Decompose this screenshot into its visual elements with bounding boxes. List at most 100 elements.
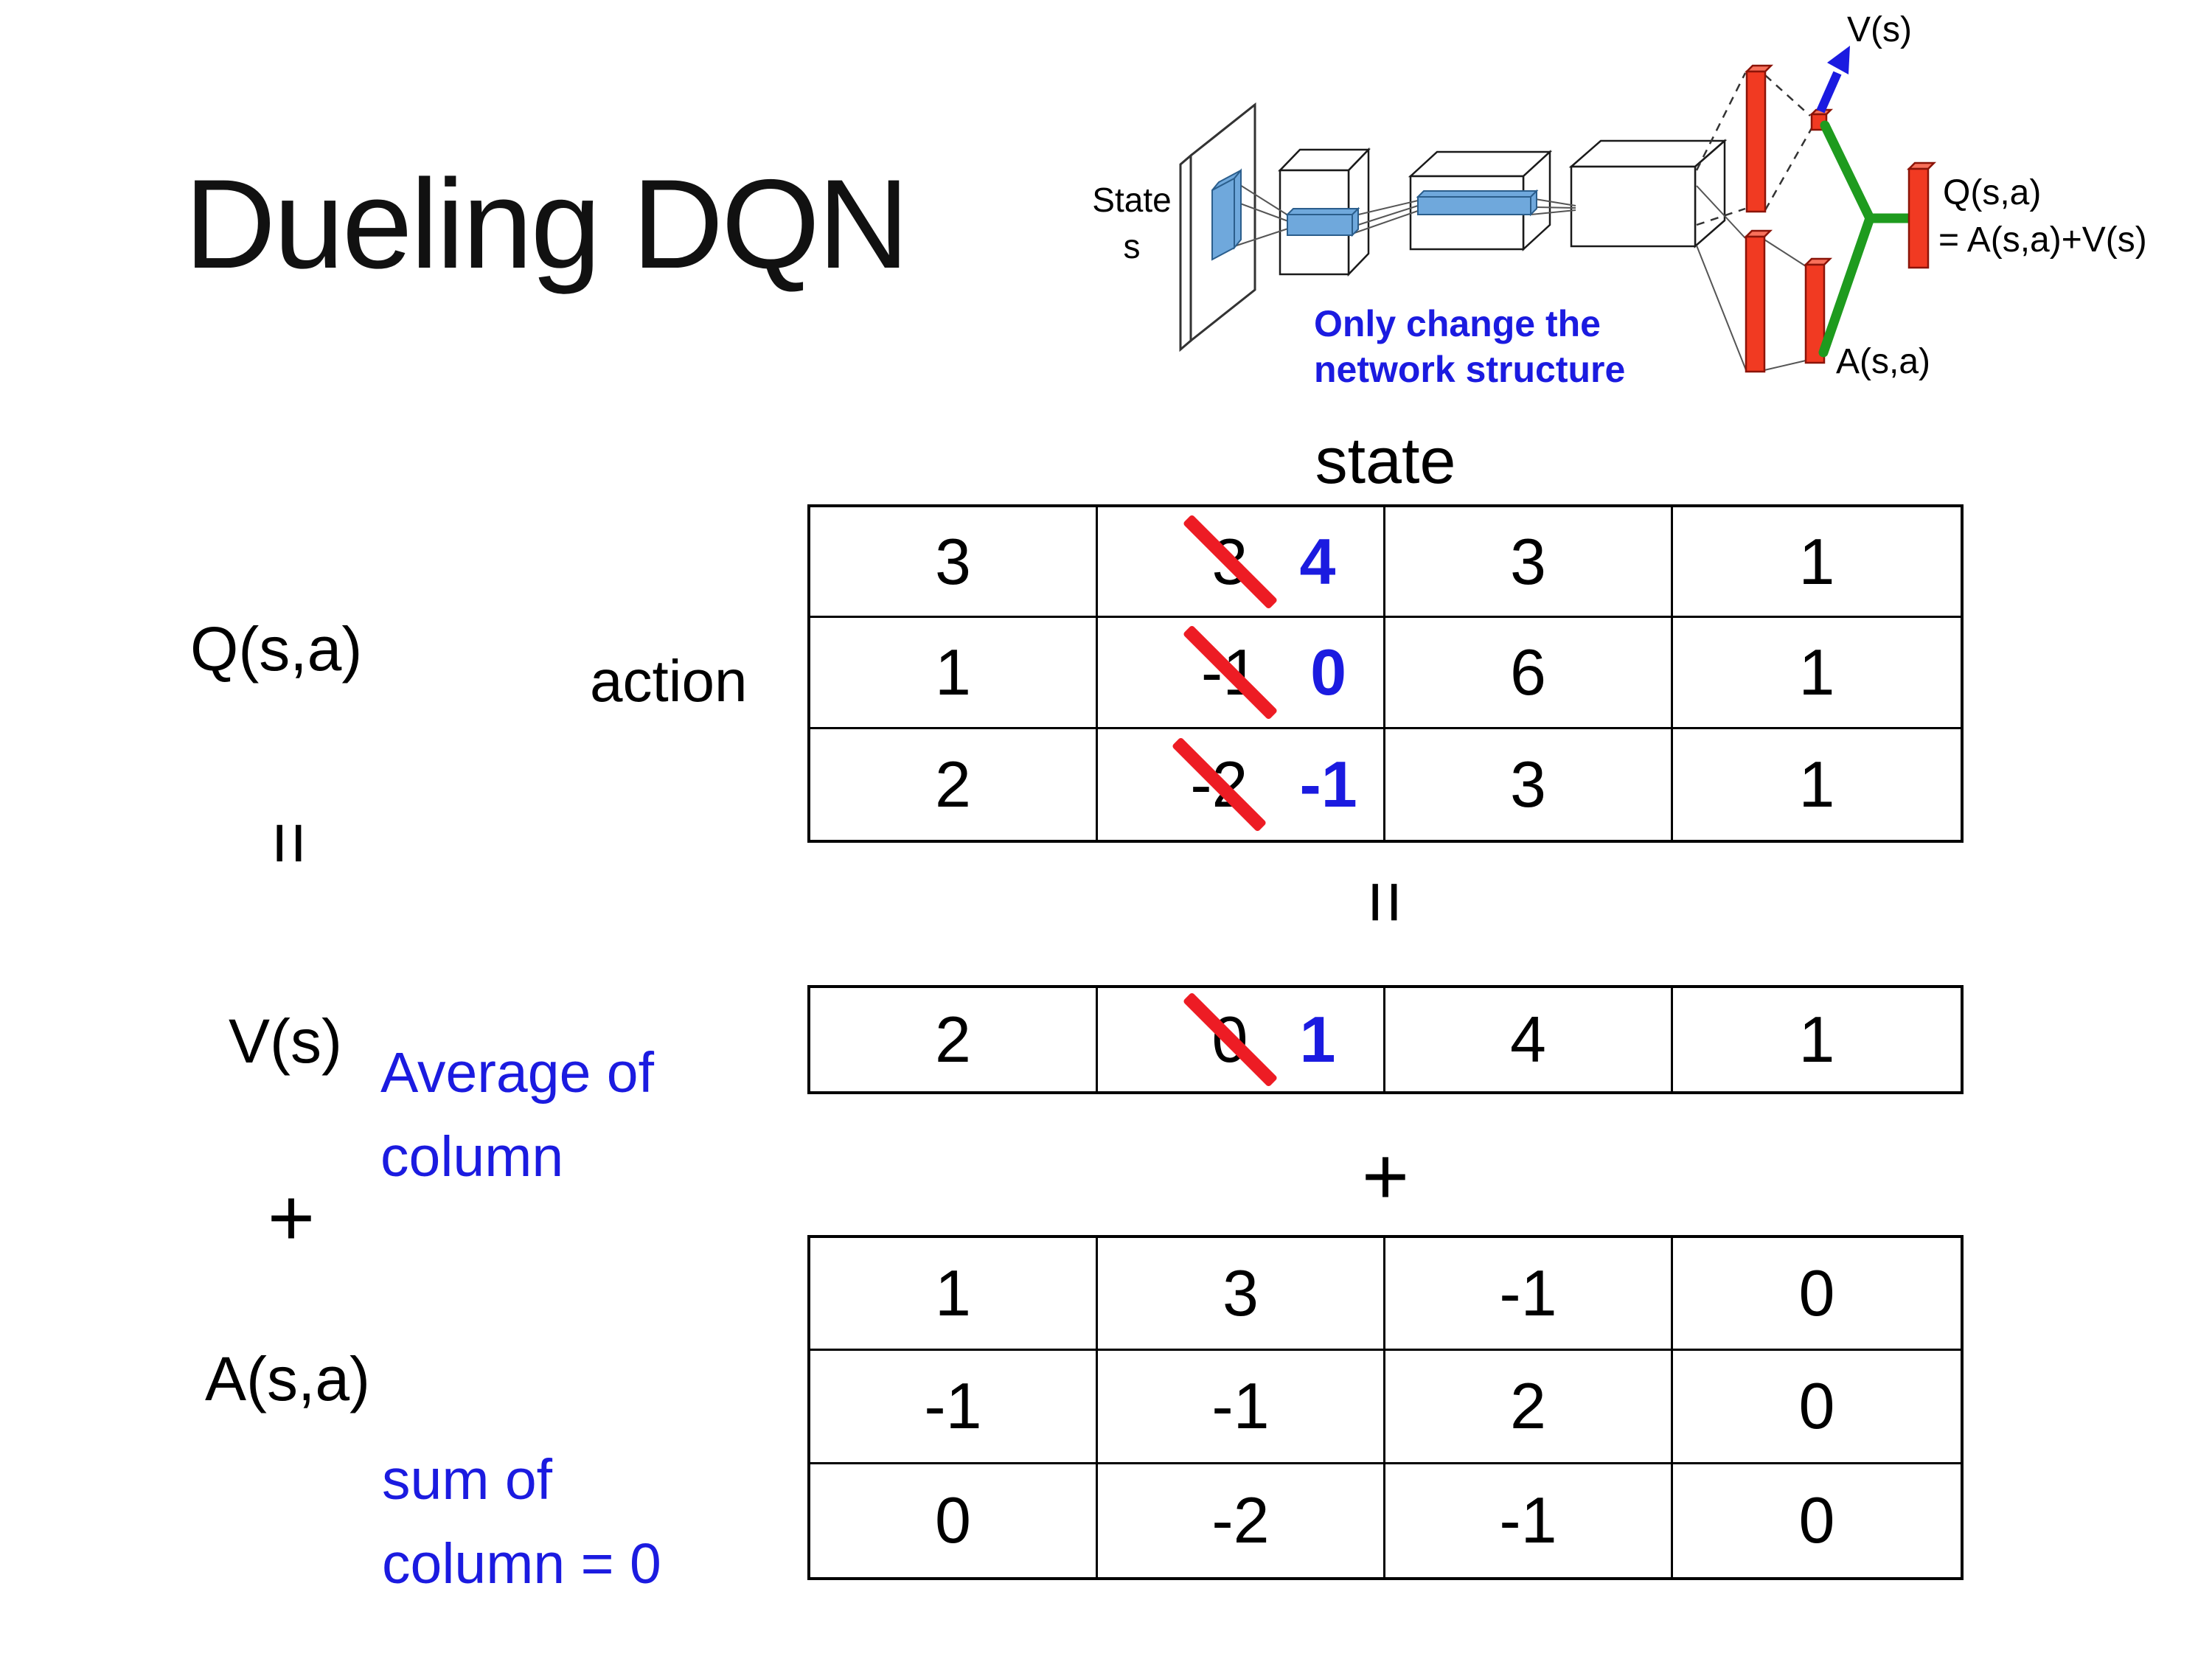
cell-value: 0 xyxy=(1798,1256,1835,1330)
q-cell-r1c1: -1 0 xyxy=(1098,618,1385,729)
q-cell-r2c0: 2 xyxy=(810,728,1098,840)
q-function-label: Q(s,a) xyxy=(190,614,363,684)
q-cell-r1c3: 1 xyxy=(1673,618,1961,729)
cell-value: 3 xyxy=(1510,747,1546,821)
a-cell-r0c2: -1 xyxy=(1385,1238,1673,1352)
diagram-a-label: A(s,a) xyxy=(1836,342,1930,381)
a-cell-r1c1: -1 xyxy=(1098,1351,1385,1464)
new-blue-value: 4 xyxy=(1299,524,1336,598)
v-cell-c0: 2 xyxy=(810,988,1098,1091)
average-of-column-note: Average of column xyxy=(380,1031,654,1199)
q-cell-r2c1: -2 -1 xyxy=(1098,728,1385,840)
q-cell-r0c2: 3 xyxy=(1385,507,1673,619)
advantage-function-label: A(s,a) xyxy=(205,1344,371,1413)
q-output-bar xyxy=(1906,161,1937,269)
cell-value: 2 xyxy=(935,747,971,821)
cell-value: 1 xyxy=(1798,1003,1835,1076)
sum-of-column-note: sum of column = 0 xyxy=(382,1438,661,1606)
aggregator-connector xyxy=(1818,120,1914,358)
struck-old-value: -1 xyxy=(1200,635,1259,709)
equals-glyph: = xyxy=(1343,880,1428,924)
fc-red-bars xyxy=(1743,64,1834,373)
corrected-pair: 3 4 xyxy=(1212,524,1336,599)
cell-value: 1 xyxy=(935,1256,971,1330)
cell-value: 4 xyxy=(1510,1003,1546,1076)
cell-value: 2 xyxy=(935,1003,971,1076)
v-function-label: V(s) xyxy=(229,1006,342,1076)
q-cell-r1c0: 1 xyxy=(810,618,1098,729)
diagram-state-s: s xyxy=(1124,227,1141,265)
q-cell-r0c3: 1 xyxy=(1673,507,1961,619)
plus-sign-left: + xyxy=(267,1172,316,1263)
q-cell-r0c0: 3 xyxy=(810,507,1098,619)
average-note-line1: Average of xyxy=(380,1041,655,1105)
new-blue-value: 0 xyxy=(1310,635,1347,709)
cell-value: -1 xyxy=(1499,1484,1557,1557)
plus-sign-middle: + xyxy=(1361,1131,1410,1222)
diagram-q-label-line2: = A(s,a)+V(s) xyxy=(1938,220,2147,260)
dashed-value-lines xyxy=(1695,72,1813,226)
cell-value: 0 xyxy=(1798,1369,1835,1443)
struck-old-value: -2 xyxy=(1190,747,1248,821)
v-table: 2 0 1 4 1 xyxy=(807,985,1964,1094)
diagram-v-label: V(s) xyxy=(1847,10,1912,49)
cell-value: 1 xyxy=(935,635,971,709)
a-table: 1 3 -1 0 -1 -1 2 0 0 -2 -1 0 xyxy=(807,1235,1964,1580)
sum-note-line1: sum of xyxy=(382,1448,553,1512)
cell-value: 3 xyxy=(935,524,971,598)
v-cell-c1: 0 1 xyxy=(1098,988,1385,1091)
cell-value: -1 xyxy=(924,1369,982,1443)
q-cell-r0c1: 3 4 xyxy=(1098,507,1385,619)
diagram-note-line2: network structure xyxy=(1314,349,1625,390)
struck-old-value: 0 xyxy=(1211,1003,1248,1076)
average-note-line2: column xyxy=(380,1125,564,1189)
action-axis-label: action xyxy=(590,648,748,714)
diagram-state-label: State xyxy=(1092,181,1171,219)
cell-value: 6 xyxy=(1510,635,1546,709)
struck-old-value: 3 xyxy=(1211,524,1248,598)
sum-note-line2: column = 0 xyxy=(382,1532,661,1596)
corrected-pair: 0 1 xyxy=(1212,1002,1336,1077)
corrected-pair: -2 -1 xyxy=(1190,747,1357,822)
cell-value: 0 xyxy=(1798,1484,1835,1557)
a-cell-r1c2: 2 xyxy=(1385,1351,1673,1464)
state-axis-label: state xyxy=(1315,424,1456,497)
a-cell-r2c3: 0 xyxy=(1673,1464,1961,1577)
equals-sign-left: = xyxy=(242,787,338,898)
a-cell-r2c2: -1 xyxy=(1385,1464,1673,1577)
q-cell-r2c3: 1 xyxy=(1673,729,1961,840)
equals-sign-middle: = xyxy=(1338,846,1433,957)
cell-value: 1 xyxy=(1798,524,1835,598)
connection-lines xyxy=(1211,181,1806,371)
new-blue-value: -1 xyxy=(1299,747,1357,821)
a-cell-r2c0: 0 xyxy=(810,1464,1098,1577)
v-cell-c2: 4 xyxy=(1385,988,1673,1091)
network-diagram: State s Only change the network structur… xyxy=(1092,10,2147,390)
diagram-q-label-line1: Q(s,a) xyxy=(1943,173,2041,212)
cell-value: -1 xyxy=(1499,1256,1557,1330)
a-cell-r2c1: -2 xyxy=(1098,1464,1385,1577)
q-cell-r2c2: 3 xyxy=(1385,728,1673,840)
cell-value: -1 xyxy=(1211,1369,1270,1443)
equals-glyph: = xyxy=(248,821,333,865)
q-cell-r1c2: 6 xyxy=(1385,618,1673,729)
a-cell-r0c0: 1 xyxy=(810,1238,1098,1352)
diagram-note-line1: Only change the xyxy=(1314,303,1601,344)
a-cell-r1c3: 0 xyxy=(1673,1351,1961,1464)
cell-value: 3 xyxy=(1510,524,1546,598)
a-cell-r0c1: 3 xyxy=(1098,1238,1385,1352)
page-title: Dueling DQN xyxy=(184,153,909,295)
v-cell-c3: 1 xyxy=(1673,988,1961,1091)
corrected-pair: -1 0 xyxy=(1201,635,1346,710)
a-cell-r1c0: -1 xyxy=(810,1351,1098,1464)
conv-filter-blocks xyxy=(1211,168,1539,261)
v-arrow xyxy=(1816,46,1850,114)
cell-value: 1 xyxy=(1798,747,1835,821)
cell-value: 2 xyxy=(1510,1369,1546,1443)
q-table: 3 3 4 3 1 1 -1 0 6 1 2 -2 -1 3 1 xyxy=(807,504,1964,843)
a-cell-r0c3: 0 xyxy=(1673,1238,1961,1352)
new-blue-value: 1 xyxy=(1299,1003,1336,1076)
cell-value: 1 xyxy=(1798,635,1835,709)
cell-value: 3 xyxy=(1222,1256,1259,1330)
cell-value: 0 xyxy=(935,1484,971,1557)
